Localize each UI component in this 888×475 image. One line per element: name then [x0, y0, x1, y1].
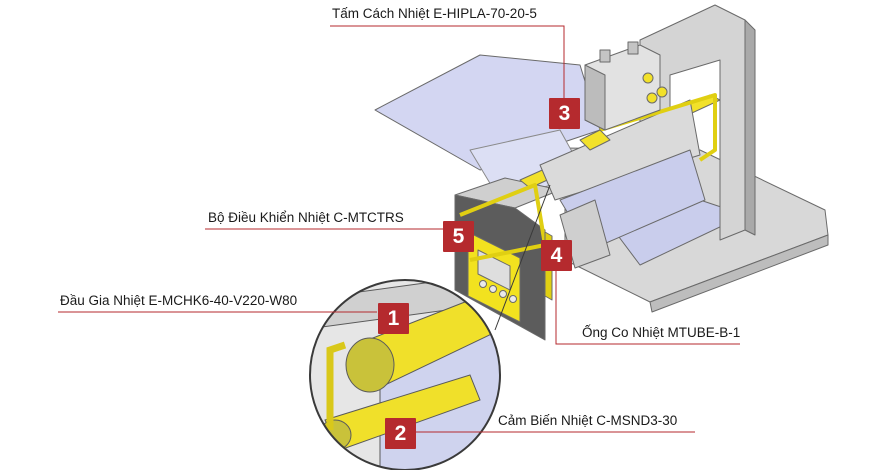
badge-4: 4: [541, 240, 572, 271]
heater-plate: [539, 99, 701, 201]
label-temperature-controller: Bộ Điều Khiển Nhiệt C-MTCTRS: [208, 210, 404, 225]
back-frame-side: [744, 19, 756, 236]
leader-3: [330, 25, 565, 98]
label-heat-shrink-tube: Ống Co Nhiệt MTUBE-B-1: [582, 325, 741, 340]
label-insulation-plate: Tấm Cách Nhiệt E-HIPLA-70-20-5: [332, 6, 537, 21]
leader-4: [555, 258, 740, 345]
label-temperature-sensor: Cảm Biến Nhiệt C-MSND3-30: [498, 413, 678, 428]
leader-lines: [58, 25, 740, 433]
badge-2: 2: [385, 418, 416, 449]
badge-3: 3: [549, 98, 580, 129]
label-heater-element: Đầu Gia Nhiệt E-MCHK6-40-V220-W80: [60, 293, 298, 308]
badge-1: 1: [378, 303, 409, 334]
yellow-rail-left: [459, 183, 547, 262]
cylinder-front: [584, 64, 606, 131]
yellow-rail-right: [599, 93, 717, 162]
badge-5: 5: [443, 221, 474, 252]
zoom-line: [494, 184, 551, 331]
heater-mount: [579, 129, 611, 151]
base-plate-front: [649, 234, 829, 313]
